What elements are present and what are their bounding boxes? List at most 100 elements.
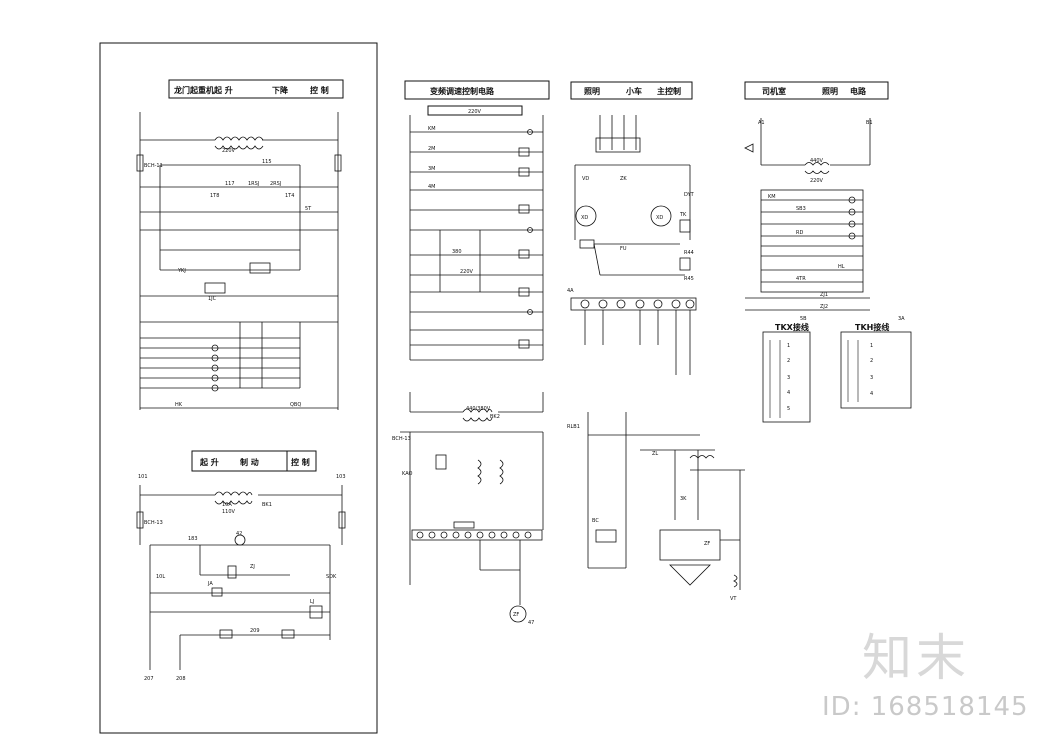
label-220v: 220V: [222, 148, 236, 154]
label-tk: TK: [679, 212, 687, 218]
label-101: 101: [138, 474, 148, 480]
label-183: 183: [188, 536, 198, 542]
tkh-table: TKH接线 3A 1 2 3 4: [840, 316, 912, 409]
label-bch11: BCH-11: [144, 163, 163, 169]
mid-right-title-part-1: 照明: [584, 87, 600, 96]
left-top-labels: 220V 115 117 1RSJ 2RSJ 1T8 1T4 5T YKJ 1J…: [144, 148, 312, 408]
label-10l: 10L: [156, 574, 165, 580]
label-vt: VT: [730, 596, 737, 602]
right-title-part-3: 电路: [850, 86, 867, 96]
tkx-row-2: 2: [787, 358, 790, 364]
label-vd: VD: [582, 176, 589, 182]
mid-right-title-part-3: 主控制: [657, 86, 681, 96]
label-103: 103: [336, 474, 346, 480]
label-sb3: SB3: [796, 206, 806, 212]
left-top-title-box: 龙门起重机 起 升 下降 控 制: [168, 79, 344, 99]
tkh-row-1: 1: [870, 343, 873, 349]
label-km-right: KM: [768, 194, 776, 200]
left-top-title-part-1: 龙门起重机: [173, 85, 214, 95]
label-zf-mr: ZF: [704, 541, 710, 547]
tkx-row-5: 5: [787, 406, 790, 412]
mid-left-circuit: [400, 115, 544, 623]
left-bottom-title-part-2: 制 动: [240, 457, 259, 467]
label-zf: ZF: [513, 612, 519, 618]
label-hl: HL: [838, 264, 845, 270]
label-1rsj: 1RSJ: [248, 181, 259, 187]
label-bc: BC: [592, 518, 599, 524]
label-3m: 3M: [428, 166, 436, 172]
right-title-part-2: 照明: [822, 87, 838, 96]
label-xd-2: XD: [656, 215, 663, 221]
label-sdk: SDK: [326, 574, 337, 580]
label-10a: 10A: [222, 502, 232, 508]
left-bottom-title-box: 起 升 制 动 控 制: [191, 450, 317, 472]
label-lj: LJ: [310, 599, 314, 605]
label-dyt: DYT: [684, 192, 695, 198]
label-4m: 4M: [428, 184, 436, 190]
label-ykj: YKJ: [177, 268, 186, 274]
label-bch13-mid: BCH-13: [392, 436, 411, 442]
label-b1: B1: [866, 120, 873, 126]
tkh-row-2: 2: [870, 358, 873, 364]
label-bk1: BK1: [262, 502, 272, 508]
label-4tr: 4TR: [796, 276, 806, 282]
label-xd-1: XD: [581, 215, 588, 221]
label-a1: A1: [758, 120, 765, 126]
label-zl: ZL: [652, 451, 658, 457]
right-circuit: [744, 118, 871, 311]
label-fu: FU: [620, 246, 627, 252]
label-115: 115: [262, 159, 272, 165]
label-r44: R44: [684, 250, 694, 256]
label-208: 208: [176, 676, 186, 682]
left-bottom-title-part-1: 起 升: [199, 457, 219, 467]
left-panel-frame: [99, 42, 378, 734]
label-440v: 440V: [810, 158, 824, 164]
mid-left-voltage: 220V: [468, 109, 482, 115]
label-1jc: 1JC: [208, 296, 217, 302]
tkh-row-4: 4: [870, 391, 873, 397]
label-3k: 3K: [680, 496, 687, 502]
right-title-box: 司机室 照明 电路: [744, 81, 889, 100]
label-220v-mid: 220V: [460, 269, 474, 275]
tkh-label: 3A: [898, 316, 905, 322]
label-rlb1: RLB1: [567, 424, 580, 430]
label-km: KM: [428, 126, 436, 132]
left-top-title-part-3: 下降: [272, 85, 289, 95]
right-labels: A1 B1 440V 220V KM SB3 HL RD ZJ1 ZJ2 4TR: [758, 120, 873, 310]
tkx-title: TKX接线: [775, 322, 809, 332]
label-qbq: QBQ: [290, 402, 301, 408]
label-2m: 2M: [428, 146, 436, 152]
label-bch13: BCH-13: [144, 520, 163, 526]
mid-right-labels: 4A XD XD VD ZK DYT TK FU R44 R45 BC ZL Z…: [567, 176, 737, 602]
tkx-label: 5B: [800, 316, 807, 322]
label-220v-right: 220V: [810, 178, 824, 184]
label-110v: 110V: [222, 509, 236, 515]
right-title-part-1: 司机室: [762, 86, 786, 96]
label-r45: R45: [684, 276, 694, 282]
left-bottom-circuit: [136, 485, 346, 670]
mid-left-title-box: 变频调速控制电路 220V: [404, 80, 550, 116]
label-440-380v: 440/380V: [466, 406, 491, 412]
terminal-label: 4A: [567, 288, 574, 294]
label-42: 42: [236, 531, 242, 537]
mid-right-circuit: [570, 115, 745, 590]
label-207: 207: [144, 676, 154, 682]
tkh-row-3: 3: [870, 375, 873, 381]
left-bottom-title-part-3: 控 制: [291, 457, 310, 467]
label-zk: ZK: [620, 176, 627, 182]
label-ja: JA: [207, 581, 213, 587]
mid-left-title: 变频调速控制电路: [430, 86, 495, 96]
tkx-row-1: 1: [787, 343, 790, 349]
label-zj: ZJ: [250, 564, 255, 570]
label-47: 47: [528, 620, 534, 626]
watermark-logo: 知末: [862, 629, 970, 687]
left-top-title-part-2: 起 升: [213, 85, 233, 95]
label-bk2: BK2: [490, 414, 500, 420]
left-top-title-part-4: 控 制: [310, 85, 329, 95]
watermark-id: ID: 168518145: [822, 692, 1029, 722]
label-5t: 5T: [305, 206, 312, 212]
mid-right-title-part-2: 小车: [625, 86, 642, 96]
tkx-row-4: 4: [787, 390, 790, 396]
label-zj2: ZJ2: [820, 304, 828, 310]
